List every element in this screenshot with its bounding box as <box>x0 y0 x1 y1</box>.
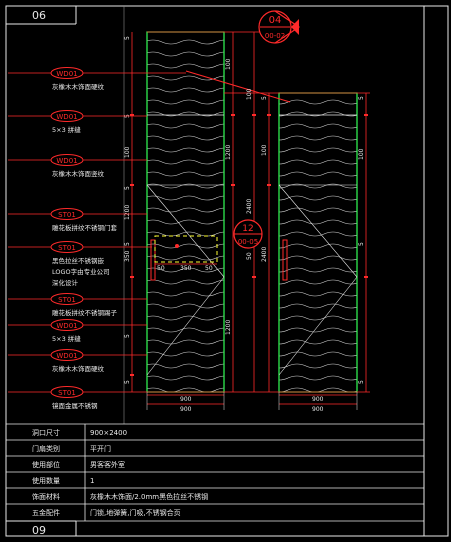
callout-4: ST01 雕花板拼纹不锈钢门套 <box>8 208 147 232</box>
dim-bottom-left-0: 900 <box>180 396 192 403</box>
section-mark-1-bottom: 00-02 <box>265 32 285 40</box>
dim-left-5: 5 <box>124 242 131 246</box>
dim-right-3: 5 <box>358 96 365 100</box>
dim-right-5: 5 <box>358 242 365 246</box>
dim-labels-right: 5 100 2400 5 100 5 5 <box>261 96 365 384</box>
dim-door-1: 350 <box>180 265 192 272</box>
callout-9-code: ST01 <box>58 389 76 397</box>
callout-7-note: 5×3 拼缝 <box>52 334 81 343</box>
callout-6-code: ST01 <box>58 296 76 304</box>
dim-left-7: 5 <box>124 334 131 338</box>
callout-1: WD01 灰橡木木饰面硬纹 <box>8 67 186 91</box>
dim-left-0: 5 <box>124 36 131 40</box>
spec-label-0: 洞口尺寸 <box>32 428 60 437</box>
callout-7-code: WD01 <box>56 322 77 330</box>
dim-mid-2: 1200 <box>225 145 232 160</box>
spec-label-5: 五金配件 <box>32 508 60 517</box>
spec-label-4: 饰面材料 <box>32 492 60 501</box>
dim-door-0: 50 <box>157 265 165 272</box>
dim-right-4: 100 <box>358 148 365 160</box>
dim-mid-0: 100 <box>225 58 232 70</box>
callout-3-code: WD01 <box>56 157 77 165</box>
spec-value-1: 平开门 <box>90 444 111 453</box>
extension-lines <box>146 392 358 410</box>
dim-bottom-right-1: 900 <box>312 406 324 413</box>
spec-value-2: 男客客外室 <box>90 460 125 469</box>
section-mark-1-top: 04 <box>269 15 282 26</box>
callout-9-note: 镜面金属不锈钢 <box>52 401 98 410</box>
sheet-number-top: 06 <box>32 9 46 22</box>
dim-mid-1: 2400 <box>246 199 253 214</box>
dim-left-6: 350 <box>124 250 131 262</box>
dimension-ticks <box>130 114 368 376</box>
spec-value-4: 灰橡木木饰面/2.0mm黑色拉丝不锈钢 <box>90 492 208 501</box>
dim-labels-left: 5 5 100 5 1200 5 350 5 5 <box>124 36 131 384</box>
callout-8: WD01 灰橡木木饰面硬纹 <box>8 349 147 373</box>
dim-right-1: 100 <box>261 144 268 156</box>
callout-1-note: 灰橡木木饰面硬纹 <box>52 82 105 91</box>
logo-area <box>154 235 218 263</box>
callout-5-note2: LOGO字由专业公司 <box>52 267 110 276</box>
callout-3: WD01 灰橡木木饰面竖纹 <box>8 154 147 178</box>
dim-left-2: 100 <box>124 146 131 158</box>
callout-5-note3: 深化设计 <box>52 278 79 287</box>
section-mark-2-top: 12 <box>242 224 253 234</box>
section-mark-1: 04 00-02 <box>258 10 301 44</box>
spec-value-5: 门锁,地弹簧,门吸,不锈钢合页 <box>90 508 181 517</box>
callout-7: WD01 5×3 拼缝 <box>8 319 147 343</box>
dim-labels-mid: 100 2400 1200 1200 50 100 <box>225 58 253 335</box>
callout-8-code: WD01 <box>56 352 77 360</box>
spec-label-2: 使用部位 <box>32 460 60 469</box>
spec-table: 洞口尺寸 900×2400 门扇类别 平开门 使用部位 男客客外室 使用数量 1… <box>6 423 424 522</box>
callout-1-code: WD01 <box>56 70 77 78</box>
door-right <box>278 92 358 393</box>
dim-right-0: 5 <box>261 96 268 100</box>
callout-6-note: 雕花板拼纹不锈钢踢子 <box>52 308 118 317</box>
sheet-number-bottom: 09 <box>32 524 46 537</box>
dim-left-4: 1200 <box>124 205 131 220</box>
section-mark-2: 12 00-05 <box>233 219 263 249</box>
callout-2-note: 5×3 拼缝 <box>52 125 81 134</box>
callout-4-code: ST01 <box>58 211 76 219</box>
callout-6: ST01 雕花板拼纹不锈钢踢子 <box>8 293 147 317</box>
dim-bottom-left-1: 900 <box>180 406 192 413</box>
callout-3-note: 灰橡木木饰面竖纹 <box>52 169 105 178</box>
door-left <box>146 31 225 393</box>
dim-door-2: 50 <box>205 265 213 272</box>
dim-left-3: 5 <box>124 186 131 190</box>
dim-left-8: 5 <box>124 380 131 384</box>
callout-2: WD01 5×3 拼缝 <box>8 110 147 134</box>
section-mark-2-bottom: 00-05 <box>238 238 258 246</box>
spec-label-1: 门扇类别 <box>32 444 60 453</box>
callout-8-note: 灰橡木木饰面硬纹 <box>52 364 105 373</box>
callout-5-code: ST01 <box>58 244 76 252</box>
callout-5-note: 黑色拉丝不锈钢嵌 <box>52 256 105 265</box>
dim-bottom-right-0: 900 <box>312 396 324 403</box>
spec-label-3: 使用数量 <box>32 476 60 485</box>
spec-value-0: 900×2400 <box>90 429 127 437</box>
dim-labels-bottom: 900 900 900 900 <box>180 396 324 413</box>
dim-right-6: 5 <box>358 380 365 384</box>
dim-right-2: 2400 <box>261 247 268 262</box>
dim-mid-5: 100 <box>246 88 253 100</box>
dim-mid-4: 50 <box>246 252 253 260</box>
dim-labels-door: 50 350 50 <box>157 265 213 272</box>
callout-2-code: WD01 <box>56 113 77 121</box>
dim-mid-3: 1200 <box>225 320 232 335</box>
callout-4-note: 雕花板拼纹不锈钢门套 <box>52 223 118 232</box>
dimension-lines <box>131 31 370 405</box>
spec-value-3: 1 <box>90 477 94 485</box>
callout-5: ST01 黑色拉丝不锈钢嵌 LOGO字由专业公司 深化设计 <box>8 241 152 287</box>
callout-9: ST01 镜面金属不锈钢 <box>8 386 147 410</box>
